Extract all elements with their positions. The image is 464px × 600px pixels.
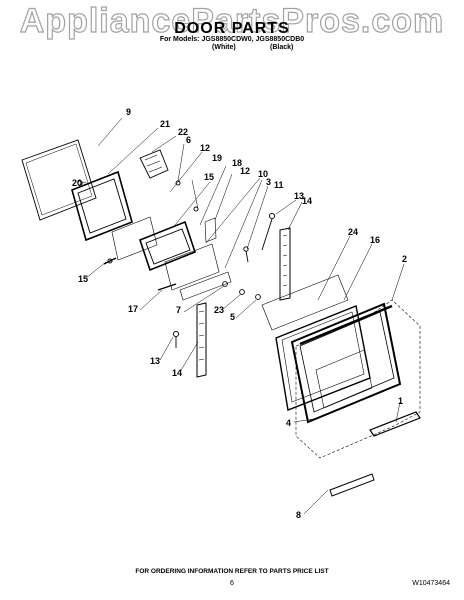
callout-1: 1 — [398, 396, 403, 406]
part-hinge-channel — [279, 227, 291, 301]
callout-14: 14 — [172, 368, 182, 378]
callout-15: 15 — [78, 274, 88, 284]
part-seal-strip — [179, 271, 232, 301]
callout-16: 16 — [370, 235, 380, 245]
callout-2: 2 — [402, 254, 407, 264]
callout-14: 14 — [302, 196, 312, 206]
part-door-liner — [139, 220, 196, 272]
part-spring-15 — [103, 257, 117, 265]
callout-10: 10 — [258, 169, 268, 179]
part-glass-panel-12 — [111, 216, 158, 261]
part-screw-13b — [172, 330, 180, 338]
part-hinge-channel-lower — [196, 302, 207, 378]
callout-20: 20 — [72, 178, 82, 188]
watermark: AppliancePartsPros.com — [19, 1, 445, 40]
part-insulation-strip — [204, 217, 217, 243]
part-gasket-strip — [157, 283, 177, 291]
callout-6: 6 — [186, 135, 191, 145]
callout-21: 21 — [160, 119, 170, 129]
assembly-outline — [295, 299, 421, 459]
part-glass-panel-18 — [164, 243, 220, 291]
callout-24: 24 — [348, 227, 358, 237]
callout-4: 4 — [286, 418, 291, 428]
callout-18: 18 — [232, 158, 242, 168]
part-screw-15b — [107, 258, 113, 264]
page-number: 6 — [230, 580, 234, 587]
callout-19: 19 — [212, 153, 222, 163]
callout-13: 13 — [294, 191, 304, 201]
callout-12: 12 — [240, 166, 250, 176]
callout-11: 11 — [274, 180, 284, 190]
variant-white-label: (White) — [212, 44, 236, 51]
part-handle — [369, 411, 421, 437]
part-outer-door — [290, 302, 402, 424]
callout-23: 23 — [214, 305, 224, 315]
callout-13: 13 — [150, 356, 160, 366]
diagram-title: DOOR PARTS — [174, 20, 290, 37]
part-vent-trim — [329, 473, 375, 497]
model-numbers: For Models: JGS8850CDW0, JGS8850CDB0 — [159, 36, 305, 43]
part-screw-23 — [239, 289, 245, 295]
variant-black-label: (Black) — [270, 44, 294, 51]
callout-15: 15 — [204, 172, 214, 182]
part-screw-7 — [222, 281, 228, 287]
part-outer-glass — [21, 139, 97, 221]
callout-12: 12 — [200, 143, 210, 153]
callout-8: 8 — [296, 510, 301, 520]
part-hinge-bracket — [139, 149, 169, 179]
callout-5: 5 — [230, 312, 235, 322]
part-screw-15 — [193, 206, 199, 212]
callout-9: 9 — [126, 107, 131, 117]
part-screw-13 — [268, 212, 276, 220]
callout-17: 17 — [128, 304, 138, 314]
part-insulation-blanket — [261, 274, 349, 331]
part-inner-frame — [71, 170, 133, 242]
part-screw-5 — [255, 294, 261, 300]
callout-22: 22 — [178, 127, 188, 137]
ordering-note: FOR ORDERING INFORMATION REFER TO PARTS … — [135, 568, 329, 575]
document-number: W10473464 — [412, 580, 450, 587]
callout-7: 7 — [176, 305, 181, 315]
callout-3: 3 — [266, 177, 271, 187]
